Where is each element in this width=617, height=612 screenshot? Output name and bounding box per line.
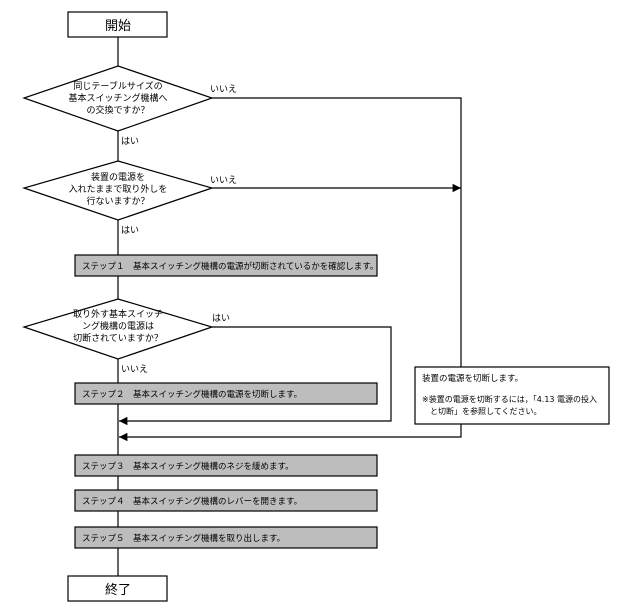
decision1-line-1: 同じテーブルサイズの <box>73 80 162 92</box>
connector-decision1-no <box>212 97 462 367</box>
decision3-yes-label: はい <box>212 313 230 324</box>
step5-label: ステップ５ 基本スイッチング機構を取り出します。 <box>82 533 285 544</box>
step3-label: ステップ３ 基本スイッチング機構のネジを緩めます。 <box>82 461 294 472</box>
step2-label: ステップ２ 基本スイッチング機構の電源を切断します。 <box>82 389 302 400</box>
end-terminal: 終了 <box>67 575 168 602</box>
note-line-1: 装置の電源を切断します。 <box>422 373 523 384</box>
decision-same-size-replacement: 同じテーブルサイズの 基本スイッチング機構へ の交換ですか？ いいえ はい <box>22 65 237 147</box>
decision2-no-label: いいえ <box>210 175 237 186</box>
decision2-line-3: 行ないますか？ <box>86 195 149 207</box>
step-4: ステップ４ 基本スイッチング機構のレバーを開きます。 <box>74 489 378 512</box>
decision-power-cut-off: 取り外す基本スイッチ ング機構の電源は 切断されていますか？ はい いいえ <box>22 298 230 375</box>
step4-label: ステップ４ 基本スイッチング機構のレバーを開きます。 <box>82 496 302 507</box>
step-1: ステップ１ 基本スイッチング機構の電源が切断されているかを確認します。 <box>74 254 378 277</box>
decision2-line-1: 装置の電源を <box>91 171 145 183</box>
step1-label: ステップ１ 基本スイッチング機構の電源が切断されているかを確認します。 <box>82 261 378 272</box>
step-2: ステップ２ 基本スイッチング機構の電源を切断します。 <box>74 382 378 405</box>
end-label: 終了 <box>105 582 131 598</box>
step-5: ステップ５ 基本スイッチング機構を取り出します。 <box>74 526 378 549</box>
step-3: ステップ３ 基本スイッチング機構のネジを緩めます。 <box>74 454 378 477</box>
decision-remove-with-power-on: 装置の電源を 入れたままで取り外しを 行ないますか？ いいえ はい <box>21 160 237 236</box>
note-line-3: と切断」を参照してください。 <box>430 406 542 416</box>
decision1-no-label: いいえ <box>210 84 237 95</box>
decision3-line-3: 切断されていますか？ <box>73 332 163 344</box>
decision1-line-3: の交換ですか？ <box>86 104 149 116</box>
decision1-yes-label: はい <box>121 136 139 147</box>
connector-decision3-yes <box>119 326 392 426</box>
decision3-line-2: ング機構の電源は <box>82 320 154 332</box>
decision3-line-1: 取り外す基本スイッチ <box>73 308 163 320</box>
decision3-no-label: いいえ <box>121 364 148 375</box>
decision2-line-2: 入れたままで取り外しを <box>69 183 168 195</box>
start-label: 開始 <box>105 19 131 34</box>
start-terminal: 開始 <box>67 11 168 38</box>
decision2-yes-label: はい <box>121 225 139 236</box>
note-line-2: ※装置の電源を切断するには，「4.13 電源の投入 <box>422 394 597 404</box>
note-power-off-box: 装置の電源を切断します。 ※装置の電源を切断するには，「4.13 電源の投入 と… <box>414 366 610 425</box>
connector-note-return <box>119 424 462 442</box>
decision1-line-2: 基本スイッチング機構へ <box>68 92 167 104</box>
connectors <box>117 37 462 576</box>
